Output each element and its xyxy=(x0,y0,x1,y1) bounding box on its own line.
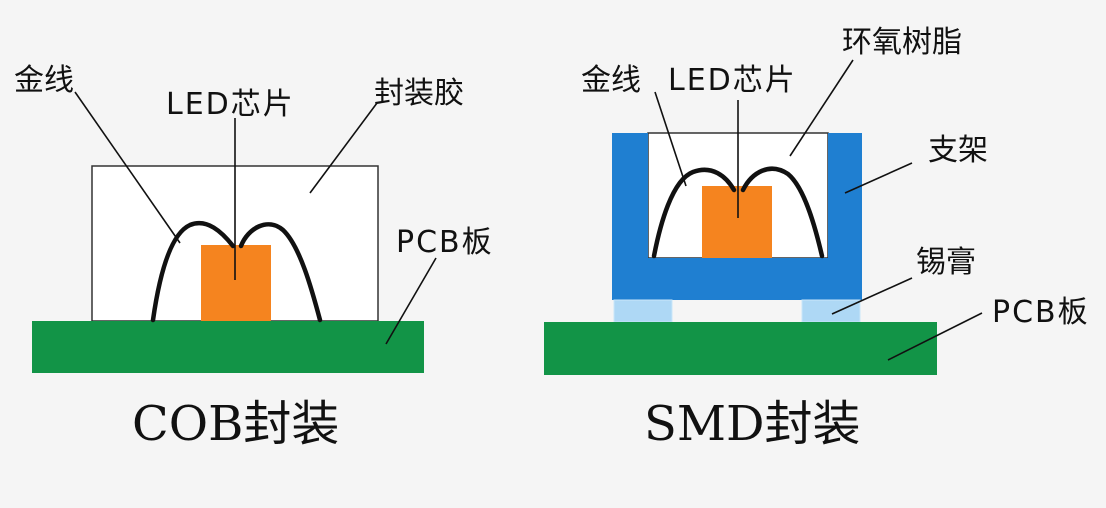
smd-solder-pad-right xyxy=(801,299,861,323)
cob-leader-encapsulant xyxy=(309,102,378,194)
smd-caption: SMD封装 xyxy=(644,396,861,452)
smd-package: 金线 LED芯片 环氧树脂 支架 锡膏 PCB板 SMD封装 xyxy=(544,25,1090,452)
smd-label-solder-paste: 锡膏 xyxy=(916,245,976,280)
smd-label-pcb: PCB板 xyxy=(992,295,1090,330)
smd-label-gold-wire: 金线 xyxy=(581,63,641,98)
smd-pcb-board xyxy=(544,322,937,375)
smd-label-epoxy: 环氧树脂 xyxy=(842,25,962,60)
cob-gold-wire-left xyxy=(150,221,236,323)
cob-label-encapsulant: 封装胶 xyxy=(374,76,464,111)
cob-label-gold-wire: 金线 xyxy=(14,63,74,98)
cob-caption: COB封装 xyxy=(132,396,339,452)
smd-leader-pcb xyxy=(887,312,983,361)
smd-leader-epoxy xyxy=(789,59,854,157)
cob-gold-wire-right xyxy=(238,222,323,323)
smd-gold-wire-right xyxy=(740,166,825,259)
smd-leader-bracket xyxy=(844,162,913,194)
smd-leader-gold-wire xyxy=(654,91,687,187)
smd-label-bracket: 支架 xyxy=(928,133,988,168)
cob-label-led-chip: LED芯片 xyxy=(166,87,295,122)
smd-label-led-chip: LED芯片 xyxy=(668,63,797,98)
cob-leader-pcb xyxy=(385,257,437,345)
cob-label-pcb: PCB板 xyxy=(396,225,494,260)
smd-led-chip xyxy=(702,186,772,258)
cob-leader-gold-wire xyxy=(74,91,181,244)
cob-package: 金线 LED芯片 封装胶 PCB板 COB封装 xyxy=(14,63,494,452)
smd-solder-pad-left xyxy=(613,299,673,323)
smd-bracket xyxy=(612,133,862,300)
smd-gold-wire-left xyxy=(651,167,737,259)
cob-pcb-board xyxy=(32,321,424,373)
cob-led-chip xyxy=(201,245,271,321)
smd-leader-solder-paste xyxy=(831,277,913,315)
